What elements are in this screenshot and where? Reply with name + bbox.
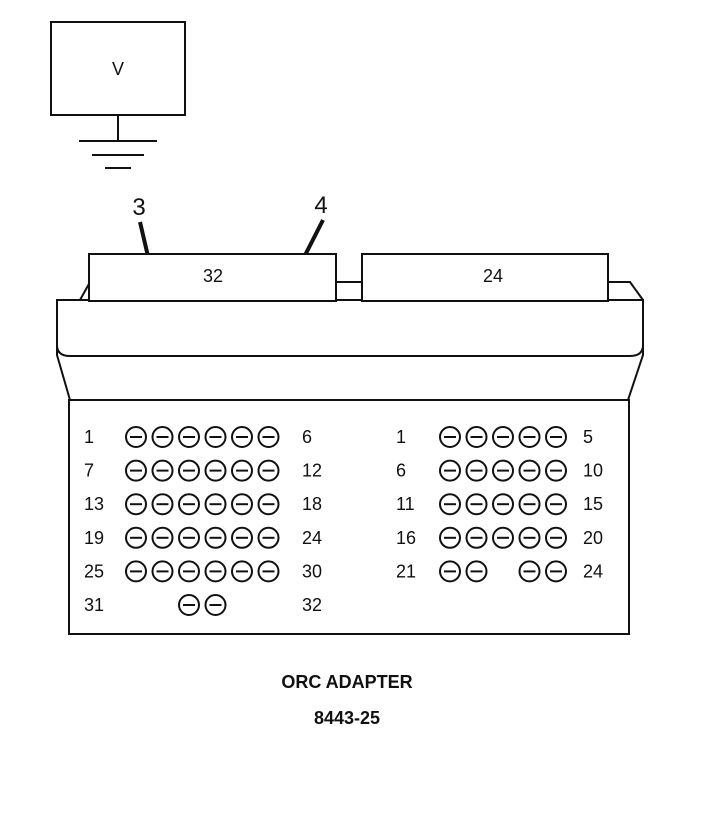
left-pin <box>231 493 253 516</box>
right-pin <box>518 459 541 482</box>
left-pin <box>231 560 253 583</box>
voltmeter-label: V <box>112 59 124 79</box>
left-row-start-label: 19 <box>84 528 104 548</box>
left-row-end-label: 18 <box>302 494 322 514</box>
right-pin <box>465 560 488 583</box>
right-pin <box>518 426 541 448</box>
right-pin <box>492 493 514 516</box>
right-pin <box>465 526 488 549</box>
housing-band <box>56 299 644 357</box>
left-pin <box>204 526 227 549</box>
right-pin <box>465 493 488 516</box>
connector-tab-left <box>88 253 337 302</box>
right-row-start-label: 21 <box>396 561 416 581</box>
right-pin <box>545 493 567 516</box>
right-pin <box>439 560 461 583</box>
left-pin <box>151 493 174 516</box>
right-pin <box>492 426 514 448</box>
connector-left-pin-grid: 1 6 7 12 13 18 19 24 25 30 31 32 <box>84 426 322 616</box>
right-pin <box>545 426 567 448</box>
left-row-end-label: 30 <box>302 561 322 581</box>
left-row-end-label: 24 <box>302 528 322 548</box>
right-pin <box>518 560 541 583</box>
voltmeter: V <box>50 21 186 116</box>
right-pin <box>518 493 541 516</box>
left-pin <box>231 426 253 448</box>
right-row-end-label: 20 <box>583 528 603 548</box>
connector-right-header: 24 <box>483 266 503 286</box>
caption-title: ORC ADAPTER <box>281 672 412 692</box>
right-row-end-label: 24 <box>583 561 603 581</box>
left-pin <box>204 594 227 616</box>
left-pin <box>125 560 147 583</box>
connector-left-header: 32 <box>203 266 223 286</box>
right-pin <box>465 426 488 448</box>
right-pin <box>439 459 461 482</box>
left-row-start-label: 31 <box>84 595 104 615</box>
right-row-end-label: 5 <box>583 427 593 447</box>
left-pin <box>178 594 200 616</box>
right-pin <box>545 560 567 583</box>
caption-part-number: 8443-25 <box>314 708 380 728</box>
right-pin <box>545 459 567 482</box>
left-pin <box>125 493 147 516</box>
left-pin <box>125 526 147 549</box>
left-pin <box>257 493 280 516</box>
left-pin <box>231 459 253 482</box>
left-pin <box>231 526 253 549</box>
left-row-start-label: 7 <box>84 461 94 481</box>
left-pin <box>257 459 280 482</box>
left-row-start-label: 1 <box>84 427 94 447</box>
left-pin <box>151 560 174 583</box>
left-pin <box>125 426 147 448</box>
left-pin <box>257 560 280 583</box>
left-pin <box>178 526 200 549</box>
right-row-end-label: 10 <box>583 461 603 481</box>
right-pin <box>518 526 541 549</box>
left-pin <box>204 493 227 516</box>
left-row-start-label: 13 <box>84 494 104 514</box>
left-pin <box>204 426 227 448</box>
right-pin <box>492 459 514 482</box>
right-row-start-label: 16 <box>396 528 416 548</box>
left-pin <box>151 426 174 448</box>
right-pin <box>492 526 514 549</box>
right-row-end-label: 15 <box>583 494 603 514</box>
ground-symbol <box>79 115 157 169</box>
left-pin <box>257 526 280 549</box>
right-row-start-label: 1 <box>396 427 406 447</box>
left-pin <box>178 459 200 482</box>
left-pin <box>178 493 200 516</box>
left-pin <box>125 459 147 482</box>
voltmeter-box <box>50 21 186 116</box>
right-row-start-label: 6 <box>396 461 406 481</box>
left-row-end-label: 32 <box>302 595 322 615</box>
right-pin <box>465 459 488 482</box>
right-pin <box>439 493 461 516</box>
left-pin <box>178 426 200 448</box>
right-row-start-label: 11 <box>396 494 415 514</box>
right-pin <box>439 526 461 549</box>
left-row-end-label: 12 <box>302 461 322 481</box>
left-pin <box>204 560 227 583</box>
left-pin <box>257 426 280 448</box>
left-pin <box>151 459 174 482</box>
right-pin <box>545 526 567 549</box>
left-pin <box>178 560 200 583</box>
callout-right-label: 4 <box>314 192 327 219</box>
left-row-start-label: 25 <box>84 561 104 581</box>
left-row-end-label: 6 <box>302 427 312 447</box>
right-pin <box>439 426 461 448</box>
connector-tab-right <box>361 253 609 302</box>
left-pin <box>204 459 227 482</box>
left-pin <box>151 526 174 549</box>
callout-left-label: 3 <box>132 194 145 221</box>
